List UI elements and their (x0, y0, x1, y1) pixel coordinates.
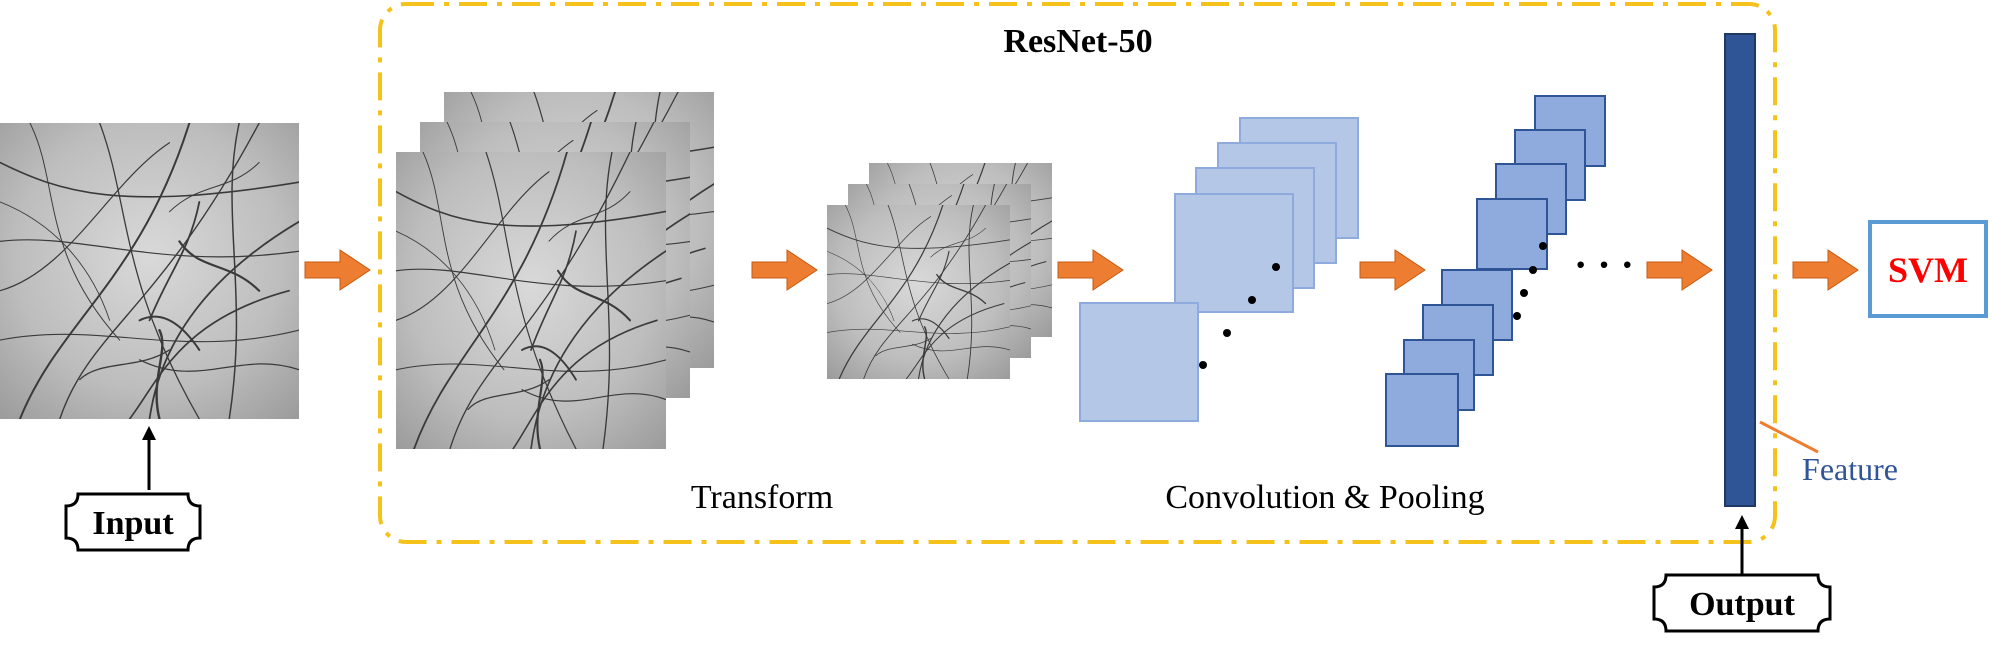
arrow-transform-to-resized (751, 249, 818, 291)
input-pointer-arrow (142, 426, 156, 490)
arrow-conv-to-pool (1359, 249, 1426, 291)
ellipsis: · · · (1574, 242, 1634, 287)
feature-vector-bar (1724, 33, 1756, 507)
output-label-box: Output (1652, 573, 1832, 633)
svm-box: SVM (1868, 220, 1988, 318)
input-image (0, 123, 299, 419)
conv-pool-label: Convolution & Pooling (1165, 479, 1484, 516)
arrow-feature-to-svm (1792, 249, 1859, 291)
feature-label: Feature (1802, 451, 1898, 487)
arrow-resized-to-conv (1057, 249, 1124, 291)
input-label-box: Input (64, 492, 202, 552)
resnet-container (378, 2, 1777, 544)
transform-stack-small (827, 163, 1052, 379)
transform-stack-large (396, 92, 714, 449)
transform-label: Transform (691, 479, 833, 516)
feature-pointer-line (1759, 420, 1819, 454)
svm-label: SVM (1888, 250, 1968, 290)
conv-feature-maps-light (1079, 117, 1359, 422)
output-label: Output (1689, 586, 1795, 623)
input-label: Input (92, 505, 174, 542)
output-pointer-arrow (1735, 515, 1749, 575)
arrow-input-to-transform (304, 249, 371, 291)
container-title: ResNet-50 (1003, 23, 1152, 60)
arrow-pool-to-feature (1646, 249, 1713, 291)
pool-feature-maps (1385, 95, 1606, 447)
